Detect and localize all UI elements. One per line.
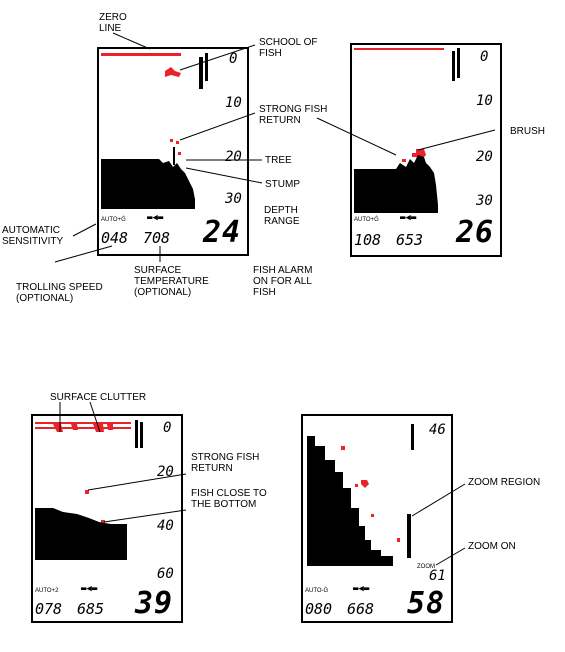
temperature-readout: 685	[77, 600, 105, 618]
depth-readout: 58	[407, 586, 446, 621]
zero-line-mark	[101, 53, 181, 56]
fish-close-to-bottom-label: FISH CLOSE TO THE BOTTOM	[191, 488, 267, 510]
depth-scale-label: 10	[476, 93, 493, 109]
depth-scale-label: 46	[429, 422, 446, 438]
depth-scale-label: 10	[225, 95, 242, 111]
fish-mark	[412, 153, 416, 157]
fish-alarm-label: FISH ALARM ON FOR ALL FISH	[253, 265, 313, 298]
depth-bar-mark	[140, 422, 143, 448]
depth-readout: 39	[135, 586, 174, 621]
depth-scale-label: 0	[163, 420, 172, 436]
fish-icon: ▬◀▬	[353, 584, 370, 594]
zoom-on-label: ZOOM ON	[468, 541, 516, 552]
bottom-contour	[101, 159, 195, 209]
fish-mark	[341, 446, 345, 450]
fish-icon: ▬◀▬	[147, 213, 164, 223]
school-of-fish-label: SCHOOL OF FISH	[259, 37, 318, 59]
depth-scale-label: 20	[225, 149, 242, 165]
temperature-readout: 708	[143, 229, 171, 247]
zoom-region-label: ZOOM REGION	[468, 477, 541, 488]
tree-label: TREE	[265, 155, 292, 166]
surface-clutter-mark	[35, 427, 131, 429]
stump-label: STUMP	[265, 179, 300, 190]
depth-scale-label: 0	[229, 51, 238, 67]
fish-mark	[170, 139, 173, 142]
fish-icon: ▬◀▬	[81, 584, 98, 594]
fish-mark	[176, 141, 179, 144]
fish-mark	[397, 538, 400, 542]
depth-scale-label: 60	[157, 566, 174, 582]
depth-bar-mark	[411, 424, 414, 450]
callout-line	[72, 223, 97, 237]
depth-bar-mark	[199, 57, 203, 89]
sonar-screen-4: 46 ZOOM 61 AUTO-Ġ ▬◀▬ 080 668 58	[301, 414, 453, 623]
trolling-speed-label: TROLLING SPEED (OPTIONAL)	[16, 282, 103, 304]
auto-sensitivity-indicator: AUTO-Ġ	[305, 588, 329, 594]
sensitivity-readout: 080	[305, 600, 333, 618]
brush-label: BRUSH	[510, 126, 546, 137]
sonar-screen-3: 0 20 40 60 AUTO+2 ▬◀▬ 078 685 39	[31, 414, 183, 623]
fish-mark	[361, 480, 369, 488]
depth-scale-label: 20	[476, 149, 493, 165]
auto-sensitivity-indicator: AUTO+Ġ	[354, 217, 379, 223]
bottom-contour	[35, 508, 127, 560]
depth-scale-label: 30	[225, 191, 242, 207]
zoom-indicator: ZOOM	[417, 564, 435, 570]
auto-sensitivity-indicator: AUTO+Ġ	[101, 217, 126, 223]
depth-bar-mark	[452, 51, 455, 81]
sensitivity-readout: 048	[101, 229, 129, 247]
zero-line-label: ZERO LINE	[99, 12, 127, 34]
strong-fish-return-label-2: STRONG FISH RETURN	[191, 452, 260, 474]
depth-scale-label: 0	[480, 49, 489, 65]
sensitivity-readout: 078	[35, 600, 63, 618]
strong-fish-return-label: STRONG FISH RETURN	[259, 104, 328, 126]
sonar-screen-2: 0 10 20 30 AUTO+Ġ ▬◀▬ 108 653 26	[350, 43, 502, 257]
depth-scale-label: 20	[157, 464, 174, 480]
temperature-readout: 668	[347, 600, 375, 618]
automatic-sensitivity-label: AUTOMATIC SENSITIVITY	[2, 225, 64, 247]
depth-scale-label: 30	[476, 193, 493, 209]
fish-mark	[101, 520, 105, 524]
depth-scale-label: 61	[429, 568, 446, 584]
fish-icon: ▬◀▬	[400, 213, 417, 223]
depth-bar-mark	[205, 53, 208, 81]
fish-mark	[178, 152, 181, 155]
depth-readout: 24	[203, 215, 242, 250]
surface-clutter-mark	[35, 422, 131, 424]
depth-bar-mark	[135, 420, 138, 448]
sonar-screen-1: 0 10 20 30 AUTO+Ġ ▬◀▬ 048 708 24	[97, 47, 249, 256]
depth-range-label: DEPTH RANGE	[264, 205, 300, 227]
fish-mark	[85, 490, 89, 494]
depth-bar-mark	[457, 48, 460, 78]
temperature-readout: 653	[396, 231, 424, 249]
fish-mark	[371, 514, 374, 517]
zoom-region-bar	[407, 514, 411, 558]
fish-mark	[402, 159, 406, 162]
surface-temperature-label: SURFACE TEMPERATURE (OPTIONAL)	[134, 265, 209, 298]
depth-readout: 26	[456, 215, 495, 250]
surface-clutter-label: SURFACE CLUTTER	[50, 392, 147, 403]
sensitivity-readout: 108	[354, 231, 382, 249]
auto-sensitivity-indicator: AUTO+2	[35, 588, 59, 594]
fish-mark	[355, 484, 358, 487]
sonar-display-4	[307, 424, 414, 566]
bottom-contour	[307, 436, 393, 566]
fish-school-mark	[165, 67, 181, 77]
depth-scale-label: 40	[157, 518, 174, 534]
bottom-contour	[354, 155, 438, 213]
tree-mark	[173, 147, 175, 165]
sonar-display-2	[354, 48, 460, 213]
zero-line-mark	[354, 48, 444, 50]
